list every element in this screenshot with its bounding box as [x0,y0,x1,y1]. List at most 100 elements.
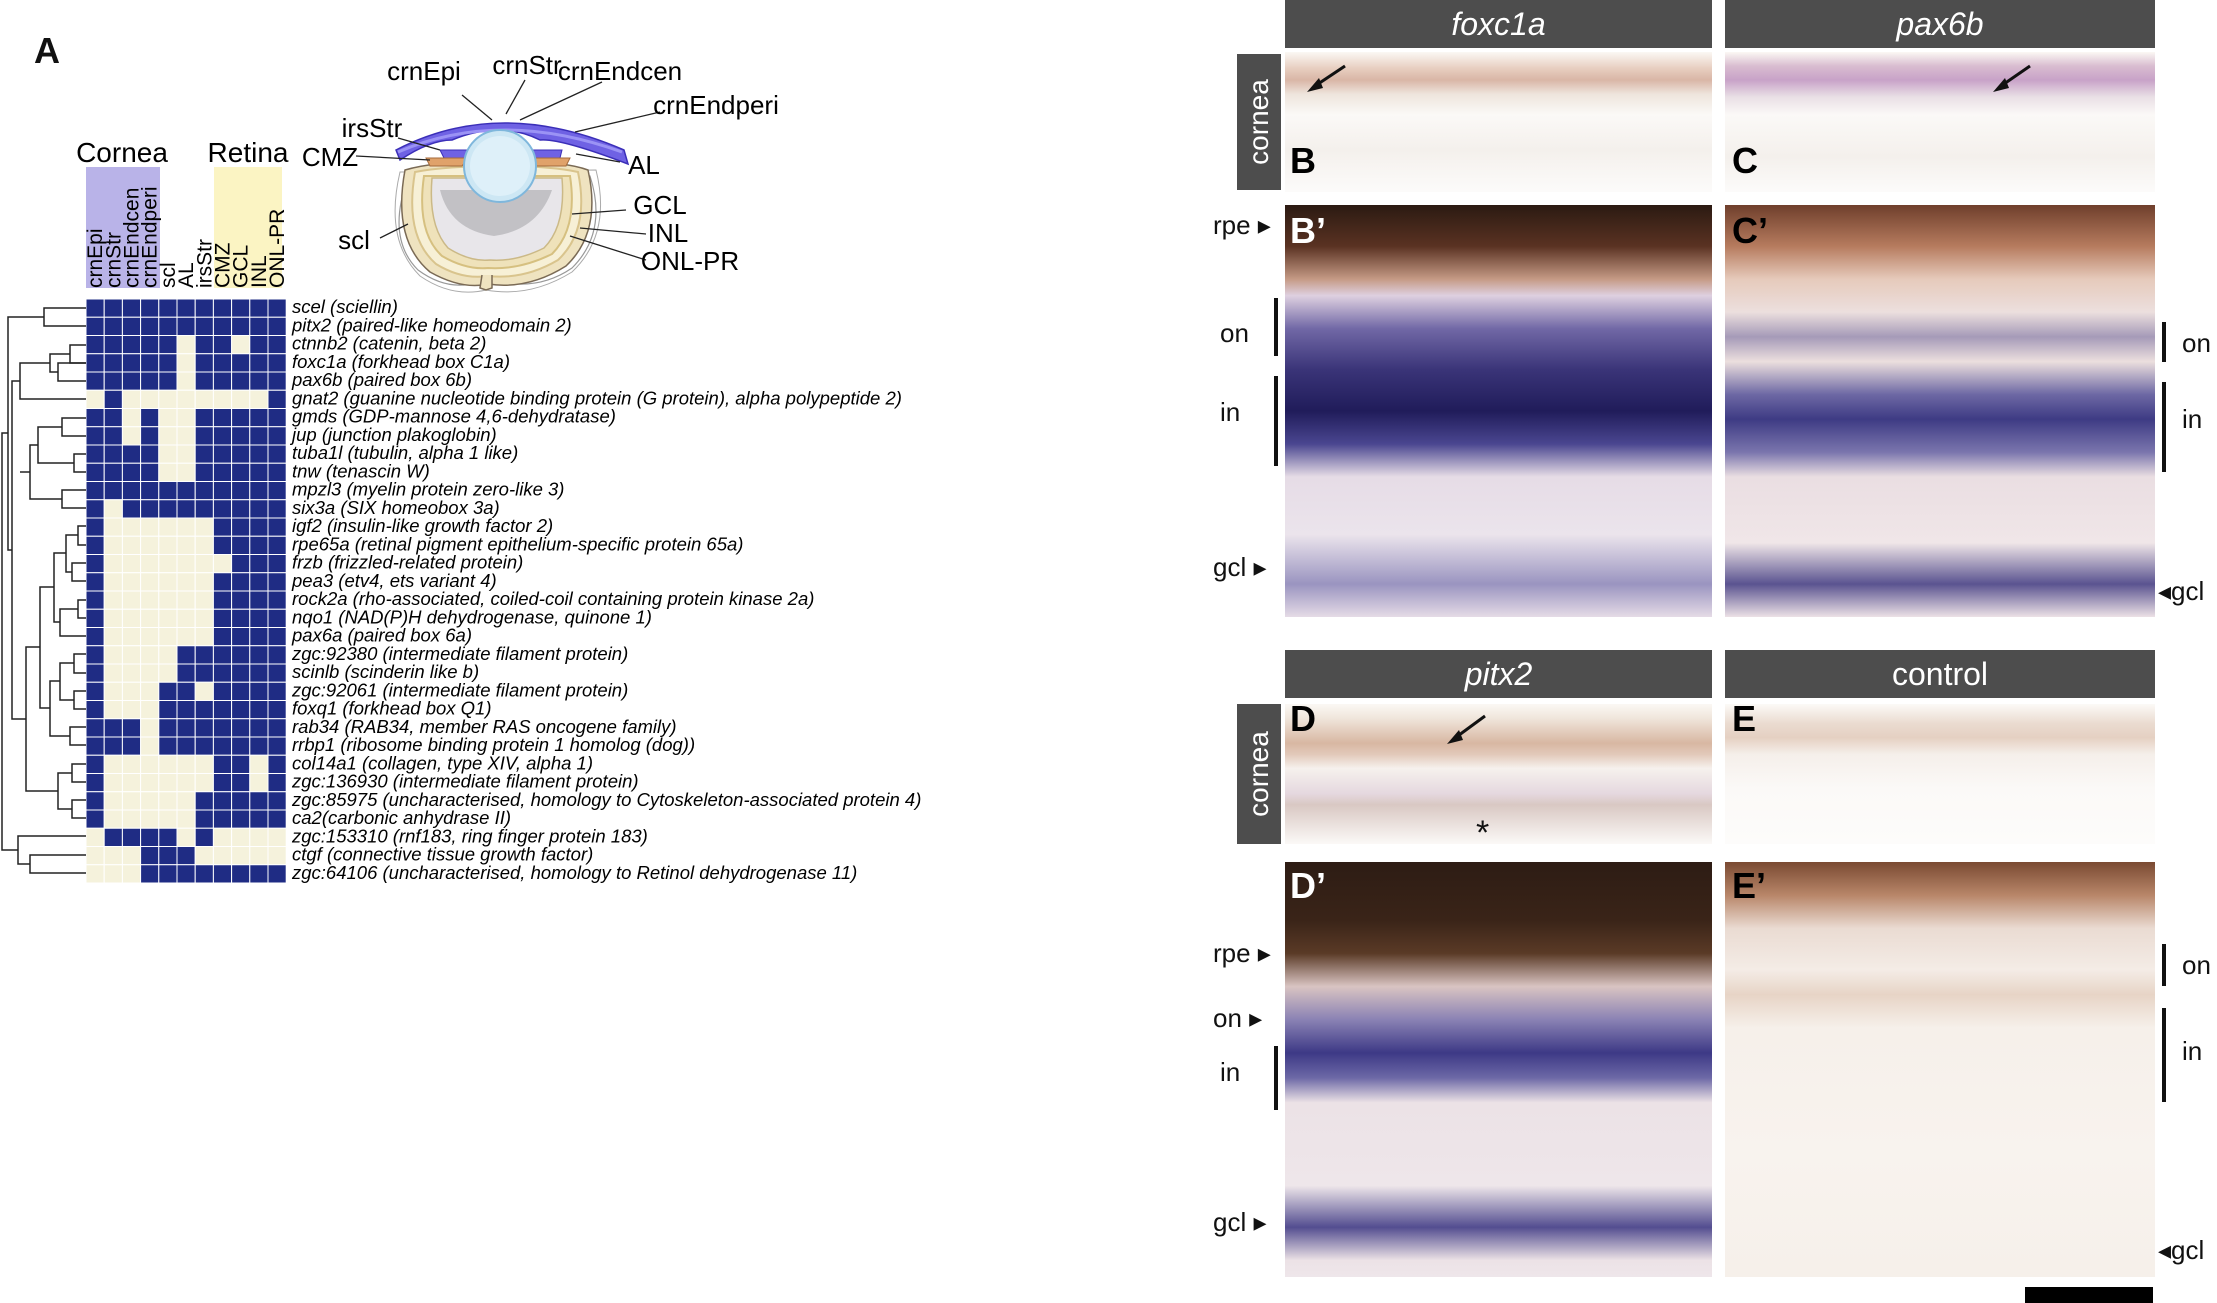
gene-label: zgc:136930 (intermediate filament protei… [291,771,639,792]
gene-label: six3a (SIX homeobox 3a) [292,497,500,518]
panel-e-letter: E [1732,698,1757,739]
gene-label: zgc:92380 (intermediate filament protein… [291,643,628,664]
heatmap-cell [158,408,178,428]
heatmap-cell [121,663,142,683]
gene-label: gmds (GDP-mannose 4,6-dehydratase) [292,406,616,427]
heatmap-cell [121,827,142,847]
heatmap-cell [231,754,251,774]
heatmap-cell [103,371,123,391]
heatmap-cell [176,827,196,847]
heatmap-cell [194,499,214,519]
heatmap-cell [103,864,123,884]
eye-label-crnstr: crnStr [492,50,562,80]
retina-group-label: Retina [208,137,289,168]
heatmap-cell [212,846,233,866]
heatmap-cell [103,426,123,446]
heatmap-cell [85,846,105,866]
heatmap-cell [85,773,105,793]
heatmap-cell [176,645,196,665]
gene-label: zgc:153310 (rnf183, ring finger protein … [291,825,648,846]
heatmap-cell [231,736,251,756]
panel-d-prime-image [1285,862,1712,1277]
gene-label: pax6a (paired box 6a) [291,625,472,646]
heatmap-cell [85,389,105,409]
heatmap-cell [121,298,142,318]
heatmap-cell [176,444,196,464]
heatmap-cell [176,809,196,829]
column-label-scl: scl [157,262,180,288]
bar-on-b [1274,298,1278,356]
heatmap-cell [212,700,233,720]
cornea-tab-top: cornea [1237,54,1281,190]
heatmap-cell [249,481,269,501]
heatmap-cell [194,572,214,592]
label-on-e: on [2182,950,2211,980]
heatmap-cell [249,718,269,738]
heatmap-cell [267,426,287,446]
heatmap-cell [121,700,142,720]
heatmap-cell [267,517,287,537]
gene-label: mpzl3 (myelin protein zero-like 3) [292,479,564,500]
heatmap-cell [267,754,287,774]
gene-label: igf2 (insulin-like growth factor 2) [292,515,553,536]
gene-label: tuba1l (tubulin, alpha 1 like) [292,442,518,463]
heatmap-cell [194,663,214,683]
heatmap-cell [267,627,287,647]
header-pax6b: pax6b [1725,0,2155,48]
heatmap-cell [158,627,178,647]
heatmap-cell [103,389,123,409]
heatmap-cell [103,754,123,774]
heatmap-cell [267,554,287,574]
gene-label: zgc:64106 (uncharacterised, homology to … [291,862,857,883]
heatmap-cell [267,462,287,482]
heatmap-cell [121,554,142,574]
heatmap-cell [121,608,142,628]
heatmap-cell [176,426,196,446]
heatmap-cell [212,754,233,774]
heatmap-cell [267,809,287,829]
eye-label-al: AL [628,150,660,180]
heatmap-cell [249,353,269,373]
label-gcl-b: gcl ▸ [1213,552,1267,582]
heatmap-cell [194,846,214,866]
heatmap-cell [176,627,196,647]
heatmap-cell [212,645,233,665]
heatmap-cell [140,809,160,829]
heatmap-cell [194,791,214,811]
heatmap-cell [249,554,269,574]
heatmap-cell [212,718,233,738]
eye-label-scl: scl [338,225,370,255]
heatmap-cell [194,535,214,555]
heatmap-cell [176,499,196,519]
heatmap-cell [212,426,233,446]
heatmap-cell [231,298,251,318]
column-label-cmz: CMZ [212,242,235,288]
heatmap-cell [267,791,287,811]
heatmap-cell [140,481,160,501]
heatmap-cell [140,736,160,756]
heatmap-cell [158,298,178,318]
heatmap-cell [140,791,160,811]
label-in-c: in [2182,404,2203,434]
eye-label-crnendperi: crnEndperi [653,90,779,120]
heatmap-cell [158,791,178,811]
gene-label: frzb (frizzled-related protein) [292,552,523,573]
label-gcl-c: ◂gcl [2158,576,2205,606]
heatmap-cell [267,827,287,847]
heatmap-cell [85,554,105,574]
heatmap-cell [103,462,123,482]
heatmap-cell [85,791,105,811]
heatmap-cell [176,681,196,701]
heatmap-cell [158,809,178,829]
heatmap-cell [121,316,142,336]
panel-d-star: * [1476,814,1490,852]
heatmap-cell [231,481,251,501]
heatmap-cell [267,773,287,793]
heatmap-cell [85,316,105,336]
panel-e-prime-image [1725,862,2155,1277]
heatmap-cell [85,645,105,665]
heatmap-cell [176,608,196,628]
column-label-crnendperi: crnEndperi [139,186,162,288]
heatmap-cell [121,754,142,774]
heatmap-cell [176,554,196,574]
